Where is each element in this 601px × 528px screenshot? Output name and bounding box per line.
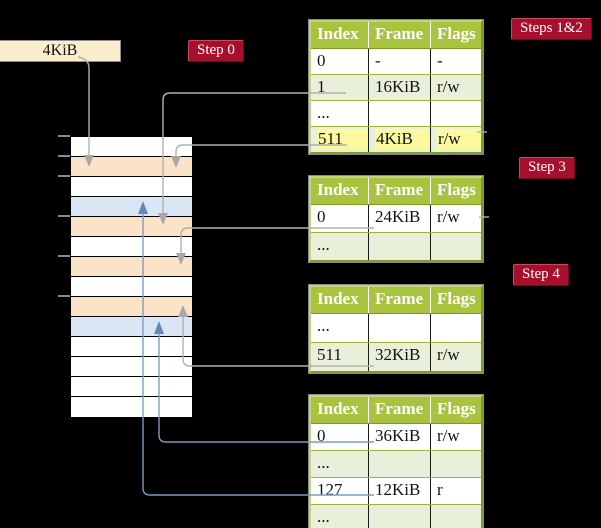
memory-row-12	[71, 357, 192, 377]
table-cell: 36KiB	[368, 424, 430, 450]
table-cell: -	[368, 49, 430, 74]
table-cell	[368, 101, 430, 126]
memory-column	[70, 136, 193, 418]
column-header: Index	[317, 180, 359, 199]
column-header: Index	[317, 399, 359, 418]
frame-size-label: 4KiB	[42, 42, 78, 59]
badge-step-0: Step 0	[188, 40, 244, 62]
column-header: Index	[317, 24, 359, 43]
tick-mark	[58, 175, 70, 177]
table-cell: 1	[317, 77, 326, 96]
table-cell: r/w	[430, 424, 481, 450]
tick-mark	[58, 135, 70, 137]
table-cell	[368, 314, 430, 342]
table-cell	[430, 451, 481, 477]
badge-step-3: Step 3	[519, 157, 575, 179]
table-cell: ...	[317, 453, 330, 472]
table-cell: ...	[317, 235, 330, 254]
table-cell: 4KiB	[368, 127, 430, 152]
table-row: ...	[311, 100, 481, 126]
table-row: ...	[311, 450, 481, 477]
memory-row-1	[71, 137, 192, 157]
memory-row-13	[71, 377, 192, 397]
table-cell: r/w	[430, 75, 481, 100]
tick-mark	[58, 255, 70, 257]
column-header: Frame	[368, 178, 430, 204]
badge-steps-1-2: Steps 1&2	[511, 18, 592, 40]
memory-row-11	[71, 337, 192, 357]
table-row: 511 4KiB r/w	[311, 126, 481, 152]
highlighted-value: 4KiB	[375, 129, 430, 149]
table-cell: 24KiB	[368, 205, 430, 232]
memory-row-9	[71, 297, 192, 317]
frame-size-box: 4KiB	[0, 40, 121, 62]
table-row: ...	[311, 232, 481, 260]
table-cell: r/w	[430, 343, 481, 371]
memory-row-5	[71, 217, 192, 237]
table-cell	[430, 505, 481, 528]
table-cell: 12KiB	[368, 478, 430, 504]
memory-row-8	[71, 277, 192, 297]
table-cell: 32KiB	[368, 343, 430, 371]
table-cell: r/w	[430, 205, 481, 232]
table-cell: 16KiB	[368, 75, 430, 100]
table-cell: r	[430, 478, 481, 504]
table-cell	[368, 505, 430, 528]
table-row: ...	[311, 504, 481, 528]
column-header: Flags	[430, 178, 481, 204]
table-cell: 0	[317, 207, 326, 226]
column-header: Flags	[430, 287, 481, 313]
table-cell: ...	[317, 103, 330, 122]
memory-row-4	[71, 197, 192, 217]
column-header: Flags	[430, 397, 481, 423]
memory-row-2	[71, 157, 192, 177]
table-row: ...	[311, 314, 481, 342]
table-cell: ...	[317, 316, 330, 335]
highlighted-value: 511	[317, 129, 368, 149]
column-header: Flags	[430, 22, 481, 48]
memory-row-7	[71, 257, 192, 277]
table-cell: 127	[317, 480, 343, 499]
tick-mark	[58, 155, 70, 157]
table-row: 0 --	[311, 49, 481, 74]
table-cell: 511	[317, 345, 342, 364]
column-header: Frame	[368, 397, 430, 423]
column-header: Index	[317, 289, 359, 308]
table-cell: r/w	[430, 127, 481, 152]
memory-row-6	[71, 237, 192, 257]
table-cell: -	[430, 49, 481, 74]
table-cell	[430, 314, 481, 342]
table-cell	[368, 233, 430, 260]
table-cell: 0	[317, 51, 326, 70]
table-cell: 511	[311, 127, 368, 152]
highlighted-value: r/w	[437, 129, 481, 149]
memory-row-3	[71, 177, 192, 197]
column-header: Frame	[368, 22, 430, 48]
table-cell: 0	[317, 426, 326, 445]
table-cell	[430, 101, 481, 126]
tick-mark	[58, 215, 70, 217]
memory-row-14	[71, 397, 192, 417]
table-cell	[430, 233, 481, 260]
table-cell: ...	[317, 507, 330, 526]
tick-mark	[58, 295, 70, 297]
column-header: Frame	[368, 287, 430, 313]
table-cell	[368, 451, 430, 477]
badge-step-4: Step 4	[513, 264, 569, 286]
memory-row-10	[71, 317, 192, 337]
